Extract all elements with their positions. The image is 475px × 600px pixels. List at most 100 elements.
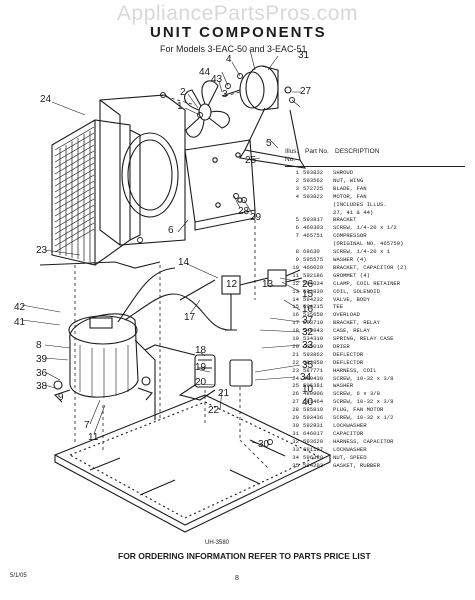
illus-no: 1	[295, 169, 299, 176]
illus-no: 12	[292, 279, 299, 287]
callout-23: 23	[36, 245, 48, 256]
corner-code: 5/1/05	[10, 573, 27, 579]
callout-20: 20	[195, 377, 207, 388]
relay-and-capacitor	[144, 344, 253, 401]
description: (ORIGINAL NO. 465750)	[333, 240, 404, 248]
callout-6: 6	[168, 225, 174, 236]
description: SHROUD	[333, 169, 354, 176]
illus-no: 9	[295, 255, 299, 263]
callout-3: 3	[222, 89, 228, 100]
illus-no	[285, 201, 303, 209]
illus-no: 6	[295, 224, 299, 232]
part-no: 596380	[303, 453, 324, 461]
part-no: 593817	[303, 216, 324, 224]
callout-38: 38	[36, 381, 48, 392]
part-no: 595381	[303, 382, 324, 390]
part-no: 68630	[303, 248, 320, 256]
part-no: 681464	[303, 398, 324, 406]
table-row: (INCLUDES ILLUS.	[285, 201, 465, 209]
part-no: 594215	[303, 303, 324, 311]
description: (INCLUDES ILLUS.	[333, 200, 387, 208]
description: HARNESS, COIL	[333, 366, 377, 374]
illus-no	[285, 209, 303, 217]
callout-11: 11	[88, 432, 99, 443]
part-no: 595575	[303, 255, 324, 263]
part-no: 592186	[303, 271, 324, 279]
description: PLUG, FAN MOTOR	[333, 406, 384, 414]
description: 27, 41 & 44)	[333, 208, 374, 216]
description: DRIER	[333, 342, 350, 350]
description: OVERLOAD	[333, 311, 360, 319]
part-no: 572725	[303, 184, 324, 192]
page-number: 8	[235, 575, 239, 582]
callout-33: 33	[302, 340, 314, 351]
illus-no: 21	[292, 350, 299, 358]
illus-no: 26	[292, 390, 299, 398]
description: CASE, RELAY	[333, 327, 370, 335]
callout-30: 30	[258, 439, 270, 450]
part-no: 585819	[303, 406, 324, 414]
callout-40: 40	[302, 397, 314, 408]
description: TEE	[333, 303, 344, 311]
illus-no: 16	[292, 311, 299, 319]
callout-28: 28	[238, 206, 250, 217]
illus-no: 33	[292, 445, 299, 453]
drawing-number: UH-3580	[205, 540, 230, 546]
description: NUT, WING	[333, 176, 364, 184]
description: SPRING, RELAY CASE	[333, 335, 394, 343]
part-no: 535658	[303, 311, 324, 319]
callout-13: 13	[262, 279, 274, 290]
part-no: 534310	[303, 335, 324, 343]
part-no: 593436	[303, 414, 324, 422]
part-no: 593822	[303, 192, 324, 200]
callout-1: 1	[177, 101, 183, 112]
description: VALVE, BODY	[333, 295, 370, 303]
callout-2: 2	[180, 87, 186, 98]
description: COMPRESSOR	[333, 232, 367, 240]
compressor	[53, 313, 153, 403]
table-row: 15 594215 TEE	[285, 303, 465, 311]
table-row: (ORIGINAL NO. 465750)	[285, 240, 465, 248]
table-rule	[285, 166, 465, 167]
assembly-lines	[74, 91, 271, 471]
illus-no: 23	[292, 366, 299, 374]
callout-17: 17	[184, 312, 196, 323]
part-no: 594232	[303, 295, 324, 303]
illus-no: 15	[292, 303, 299, 311]
part-no: 593710	[303, 319, 324, 327]
part-no: 549943	[303, 327, 324, 335]
description: LOCKWASHER	[333, 422, 367, 429]
callout-8: 8	[36, 340, 42, 351]
part-no: 605019	[303, 342, 324, 350]
description: COIL, SOLENOID	[333, 287, 380, 295]
part-no: 681187	[303, 445, 324, 453]
illus-no: 7	[295, 232, 299, 240]
callout-12: 12	[226, 279, 238, 290]
table-row: 16 535658 OVERLOAD	[285, 311, 465, 319]
illus-no: 4	[295, 192, 299, 200]
illus-no: 18	[292, 327, 299, 335]
coil-fins	[54, 126, 95, 262]
callout-34: 34	[300, 372, 312, 383]
description: BRACKET, CAPACITOR (2)	[333, 263, 407, 271]
header-illus-no: Illus. No.	[285, 148, 299, 163]
callout-27: 27	[300, 86, 312, 97]
callout-42: 42	[14, 302, 26, 313]
part-no: 587771	[303, 366, 324, 374]
description: BLADE, FAN	[333, 184, 367, 192]
callout-35: 35	[302, 360, 314, 371]
